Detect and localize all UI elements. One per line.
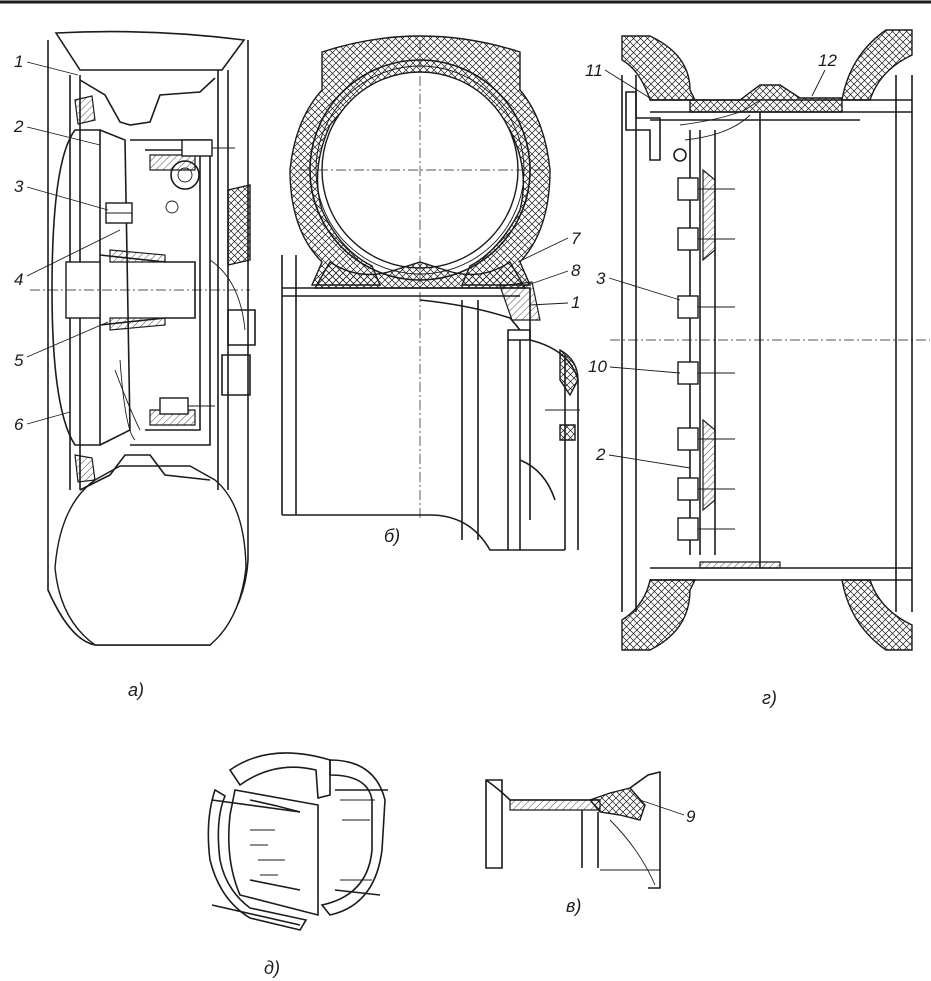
caption-v: в)	[566, 896, 581, 916]
panel-b-drawing	[281, 35, 580, 551]
label-b-8: 8	[571, 261, 581, 280]
label-g-2: 2	[595, 445, 606, 464]
panel-v-drawing	[485, 770, 661, 889]
label-g-12: 12	[818, 51, 837, 70]
label-b-7: 7	[571, 229, 581, 248]
label-v-9: 9	[686, 807, 696, 826]
panel-b-labels: 7 8 1 б)	[384, 229, 581, 546]
panel-d-drawing	[207, 752, 388, 931]
label-g-3: 3	[596, 269, 606, 288]
caption-g: г)	[762, 688, 777, 708]
panel-g-bolts	[677, 177, 735, 541]
panel-a-labels: 1 2 3 4 5 6 а)	[13, 52, 144, 700]
caption-a: а)	[128, 680, 144, 700]
label-a-5: 5	[14, 351, 24, 370]
label-a-1: 1	[14, 52, 23, 71]
caption-d: д)	[264, 958, 280, 978]
label-g-10: 10	[588, 357, 607, 376]
label-g-11: 11	[585, 61, 603, 80]
label-a-4: 4	[14, 270, 23, 289]
label-a-2: 2	[13, 117, 24, 136]
panel-a-drawing	[30, 30, 256, 646]
panel-v-labels: 9 в)	[566, 799, 696, 916]
panel-g-labels: 11 12 3 10 2 г)	[585, 51, 837, 708]
panel-g-drawing	[610, 29, 930, 651]
label-a-3: 3	[14, 177, 24, 196]
caption-b: б)	[384, 526, 400, 546]
label-a-6: 6	[14, 415, 24, 434]
label-b-1: 1	[571, 293, 580, 312]
